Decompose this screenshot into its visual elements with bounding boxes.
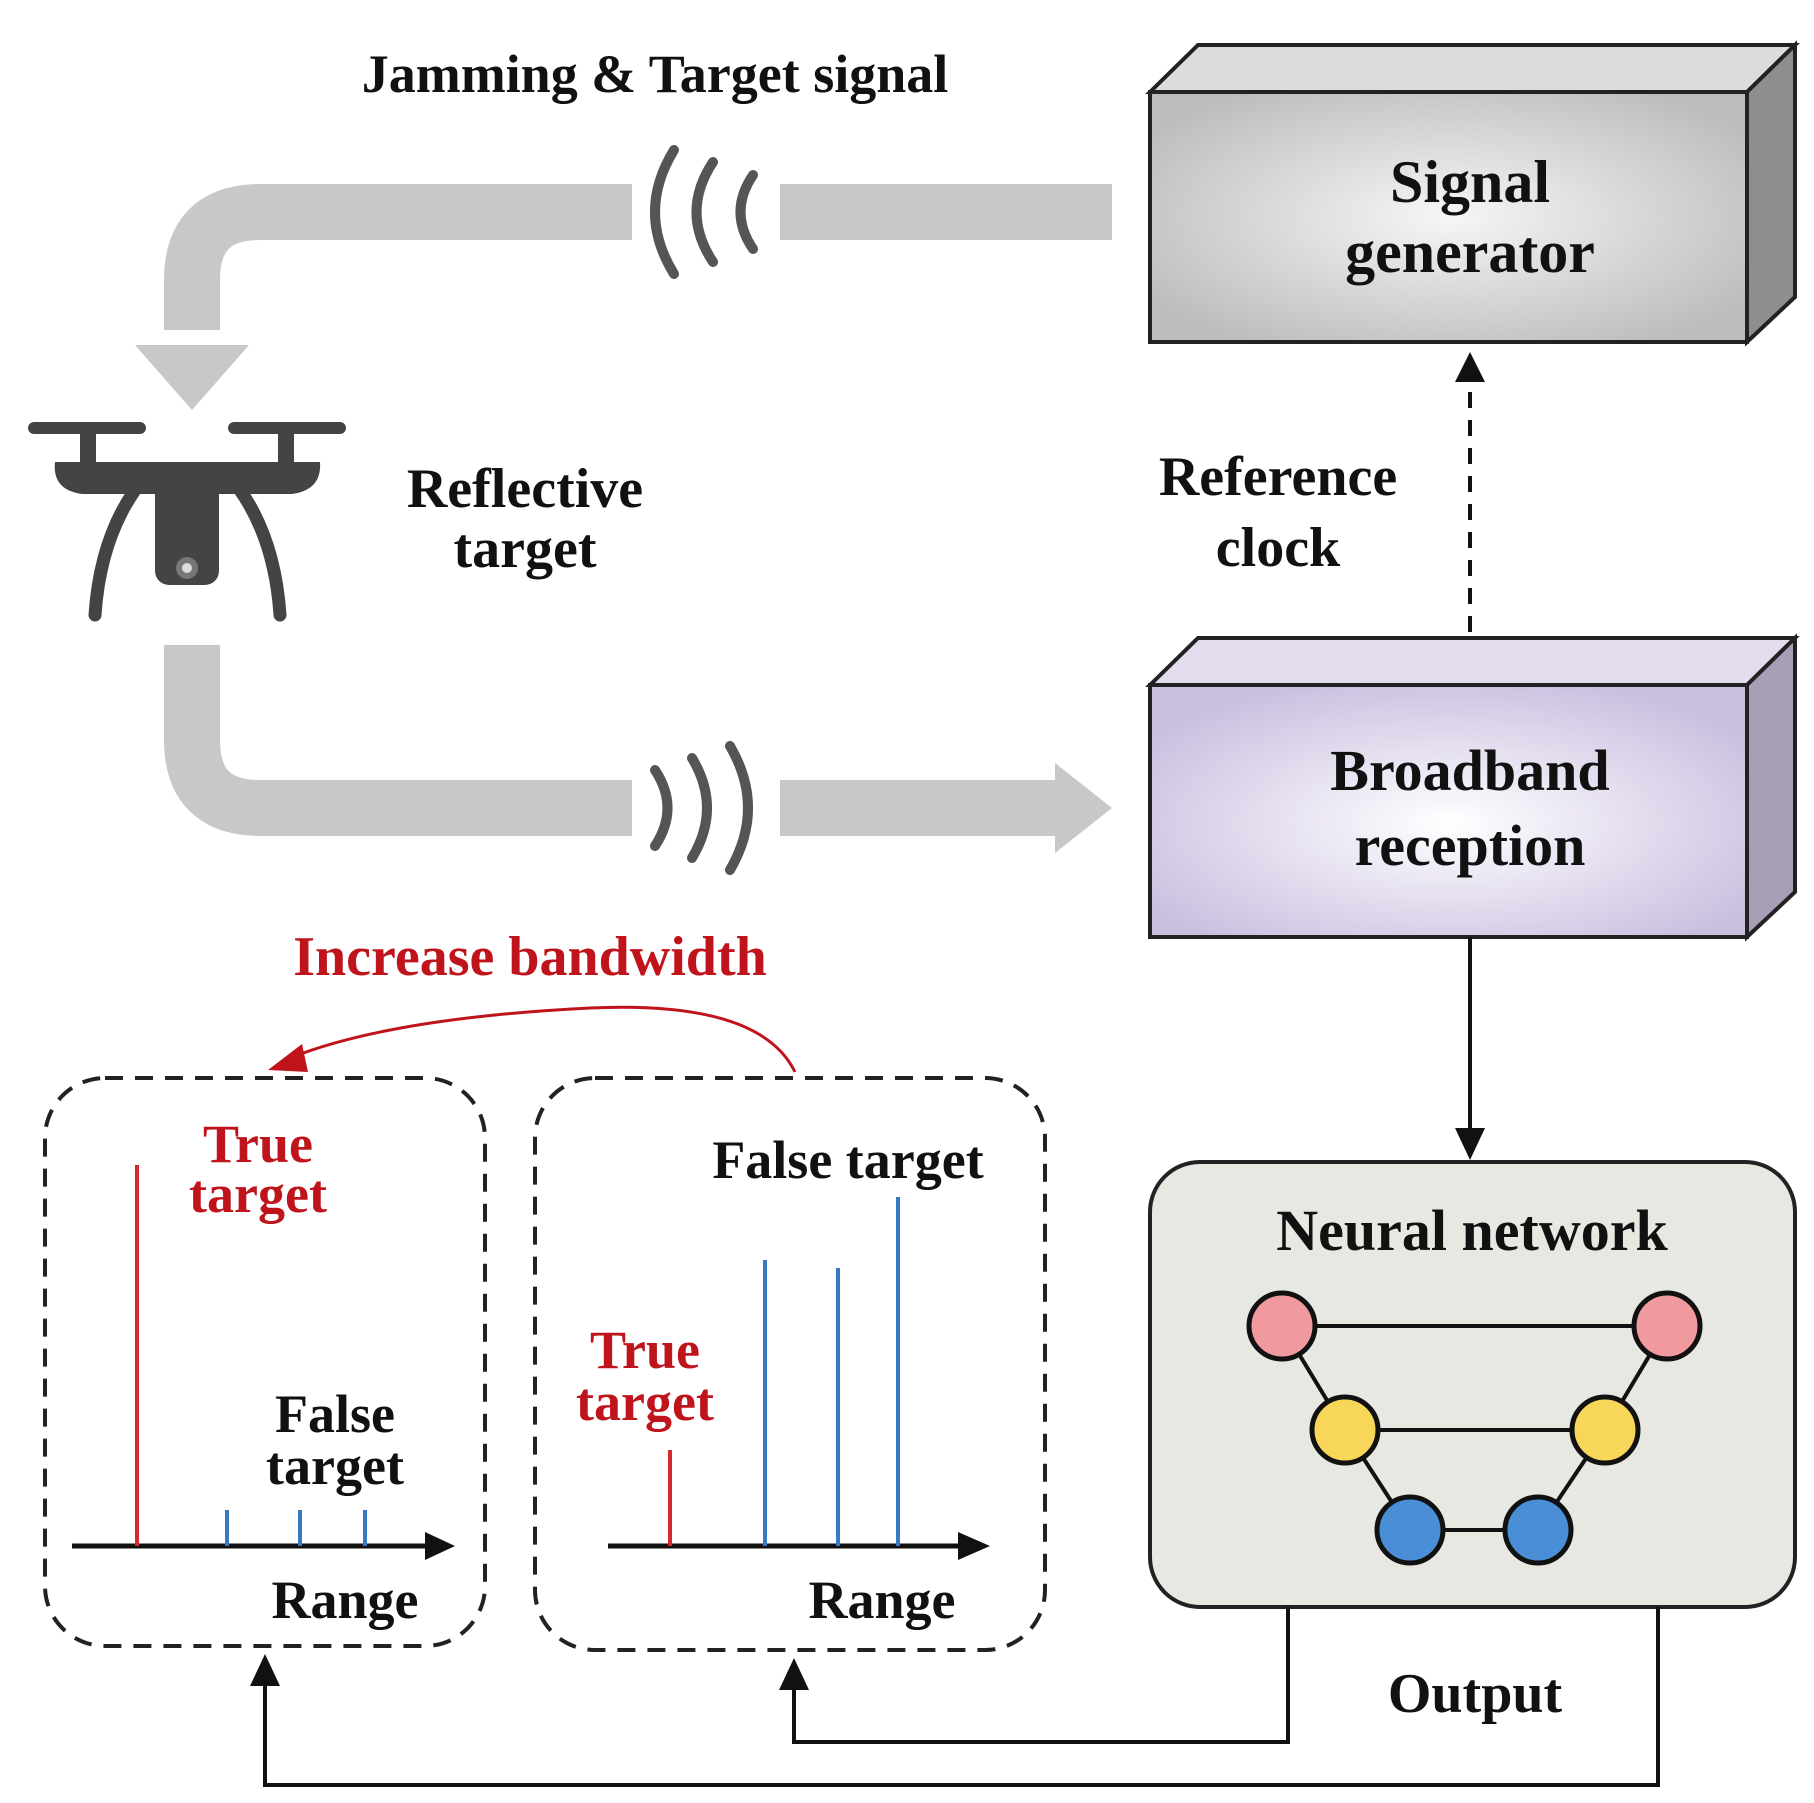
broadband-reception-label-line2: reception [1355, 813, 1586, 878]
signal-path-bottom [164, 645, 1060, 836]
signal-generator-label-line2: generator [1345, 219, 1595, 285]
output-to-right-panel-line [792, 1607, 1290, 1744]
wave-in-icon [650, 145, 758, 279]
signal-path-bottom-arrowhead [1055, 763, 1112, 853]
signal-path-top [164, 184, 1112, 330]
panel-right-range-arrowhead [958, 1532, 990, 1560]
broadband-reception-label-line1: Broadband [1330, 738, 1609, 803]
neural-network-block [1148, 1160, 1797, 1609]
broadband-reception-block [1145, 633, 1800, 942]
signal-path-top-arrowhead [135, 345, 249, 410]
output-to-left-panel-line [263, 1607, 1660, 1787]
signal-generator-label-line1: Signal [1390, 149, 1550, 215]
nn-node-top-left [1246, 1290, 1318, 1362]
reference-clock-label-line1: Reference [1159, 446, 1397, 508]
panel-right-frame [533, 1076, 1047, 1652]
panel-right-axis-label: Range [809, 1570, 956, 1630]
neural-network-graph [1246, 1290, 1703, 1566]
nn-node-mid-right [1569, 1394, 1641, 1466]
reference-clock-label-line2: clock [1216, 517, 1341, 579]
panel-right-true-target-label-line1: True [590, 1320, 700, 1380]
nn-node-bottom-left [1374, 1494, 1446, 1566]
reflective-target-line1: Reflective [407, 458, 643, 520]
nn-node-mid-left [1309, 1394, 1381, 1466]
panel-left-frame [43, 1076, 487, 1648]
output-to-left-panel-arrowhead [250, 1654, 280, 1686]
wave-out-icon [650, 741, 753, 875]
nn-node-top-right [1631, 1290, 1703, 1362]
panel-right-false-target-label: False target [712, 1130, 983, 1190]
increase-bandwidth-arrowhead [268, 1044, 308, 1072]
panel-left-true-target-label-line2: target [189, 1164, 327, 1224]
output-label: Output [1388, 1663, 1563, 1725]
signal-title: Jamming & Target signal [362, 44, 949, 104]
reflective-target-line2: target [453, 518, 596, 580]
panel-left-range-arrowhead [425, 1532, 455, 1560]
drone-icon [28, 422, 346, 622]
panel-left-axis-label: Range [272, 1570, 419, 1630]
output-to-right-panel-arrowhead [779, 1658, 809, 1690]
panel-left-false-target-label-line2: target [266, 1436, 404, 1496]
panel-left-true-target-label-line1: True [203, 1114, 313, 1174]
increase-bandwidth-label: Increase bandwidth [293, 926, 767, 988]
panel-right-true-target-label-line2: target [576, 1372, 714, 1432]
neural-network-label: Neural network [1276, 1198, 1668, 1263]
signal-generator-block [1145, 40, 1800, 347]
panel-left-false-target-label-line1: False [275, 1384, 395, 1444]
nn-node-bottom-right [1502, 1494, 1574, 1566]
reception-to-nn-arrowhead [1455, 1128, 1485, 1160]
increase-bandwidth-arrow [289, 1005, 797, 1073]
reference-clock-arrowhead [1455, 352, 1485, 382]
